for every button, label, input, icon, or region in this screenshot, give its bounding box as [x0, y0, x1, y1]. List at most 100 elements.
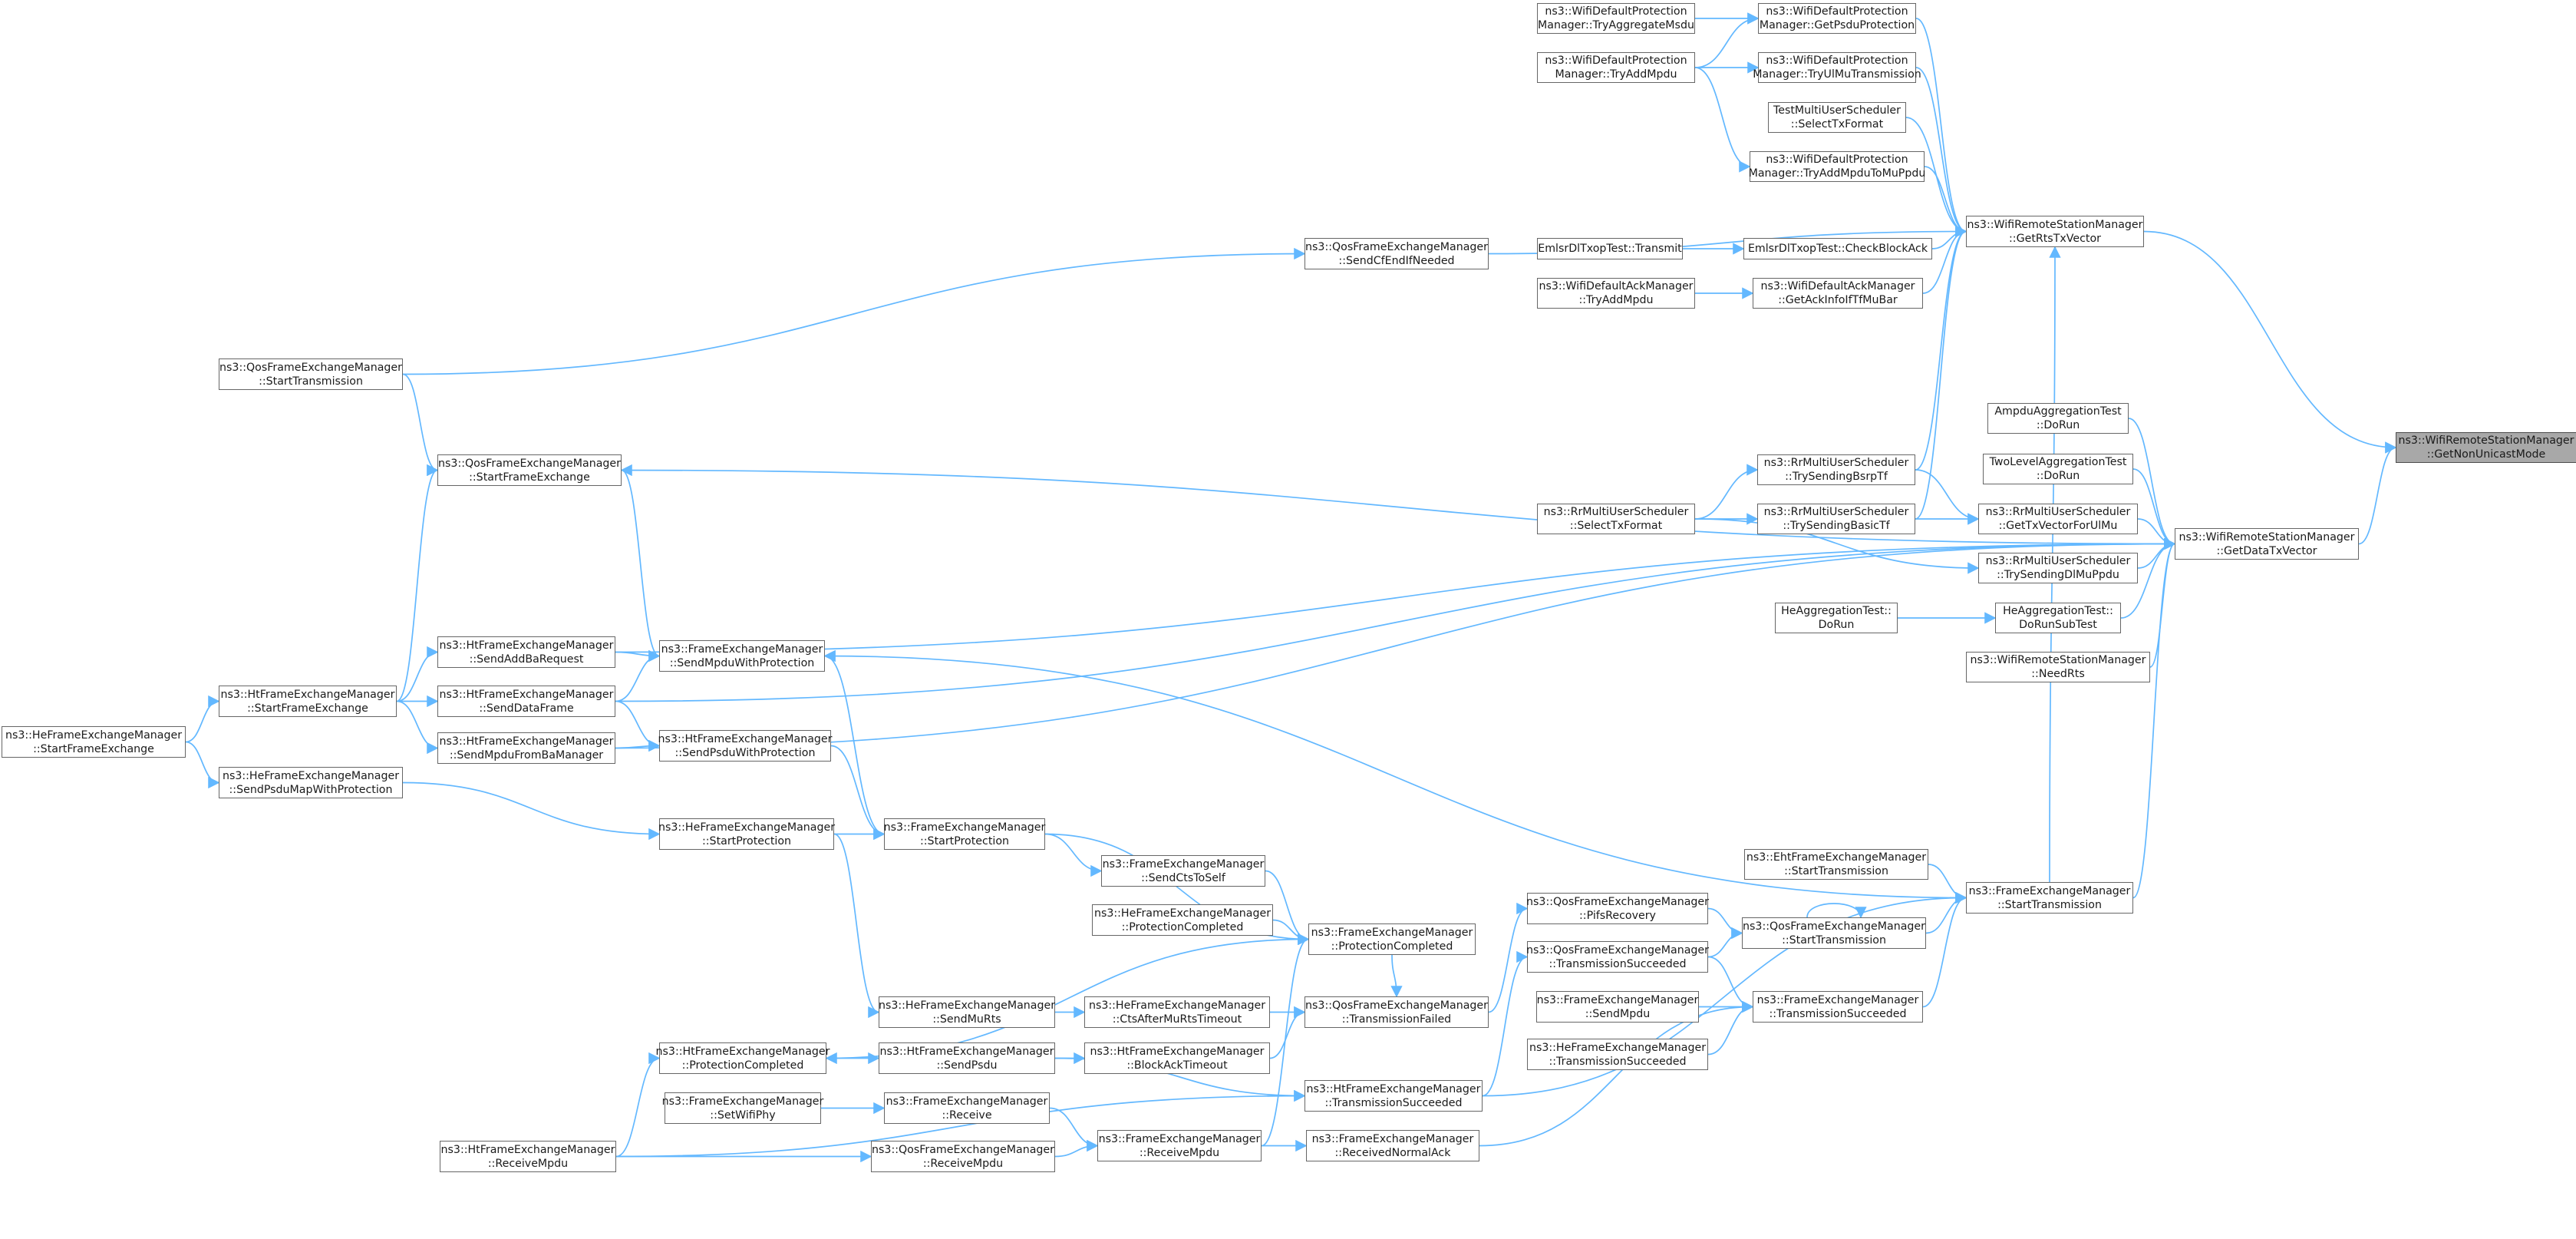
- graph-node-qfemStartFrameExchange[interactable]: ns3::QosFrameExchangeManager::StartFrame…: [437, 454, 622, 486]
- graph-node-label: ns3::HeFrameExchangeManager: [222, 769, 400, 782]
- graph-node-htSendPsdu[interactable]: ns3::HtFrameExchangeManager::SendPsdu: [879, 1042, 1055, 1074]
- graph-node-getDataTxVector[interactable]: ns3::WifiRemoteStationManager::GetDataTx…: [2175, 528, 2359, 560]
- graph-node-testMultiUserSelectTxFormat[interactable]: TestMultiUserScheduler::SelectTxFormat: [1768, 102, 1906, 133]
- call-edge-femStartTransmission-to-getDataTxVector: [2132, 538, 2176, 899]
- graph-node-label: ::SendAddBaRequest: [469, 653, 584, 666]
- call-edge-htStartFrameExchange-to-qfemStartFrameExchange: [396, 464, 439, 702]
- graph-node-heSendPsduMapWithProtection[interactable]: ns3::HeFrameExchangeManager::SendPsduMap…: [219, 767, 403, 798]
- graph-node-femTransmissionSucceeded[interactable]: ns3::FrameExchangeManager::TransmissionS…: [1753, 991, 1923, 1023]
- graph-node-emlsrTransmit[interactable]: EmlsrDlTxopTest::Transmit: [1537, 238, 1683, 259]
- graph-node-htReceiveMpdu[interactable]: ns3::HtFrameExchangeManager::ReceiveMpdu: [440, 1141, 616, 1172]
- graph-node-label: ns3::QosFrameExchangeManager: [438, 457, 621, 470]
- graph-node-qfemStartTransmission[interactable]: ns3::QosFrameExchangeManager::StartTrans…: [219, 358, 403, 390]
- graph-node-wdaTryAddMpdu[interactable]: ns3::WifiDefaultAckManager::TryAddMpdu: [1537, 278, 1695, 309]
- graph-node-ehtStartTransmission[interactable]: ns3::EhtFrameExchangeManager::StartTrans…: [1744, 849, 1928, 880]
- graph-node-heCtsAfterMuRtsTimeout[interactable]: ns3::HeFrameExchangeManager::CtsAfterMuR…: [1084, 996, 1270, 1028]
- graph-node-label: ::TrySendingBasicTf: [1783, 520, 1890, 532]
- graph-node-label: ns3::HtFrameExchangeManager: [658, 732, 833, 745]
- graph-node-label: ns3::RrMultiUserScheduler: [1763, 506, 1909, 518]
- graph-node-heStartFrameExchange[interactable]: ns3::HeFrameExchangeManager::StartFrameE…: [2, 726, 186, 758]
- graph-node-qfemStartTransmission2[interactable]: ns3::QosFrameExchangeManager::StartTrans…: [1742, 917, 1926, 949]
- call-edge-heStartProtection-to-heSendMuRts: [833, 833, 880, 1019]
- graph-node-wrsmNeedRts[interactable]: ns3::WifiRemoteStationManager::NeedRts: [1966, 652, 2150, 682]
- call-edge-htSendDataFrame-to-femSendMpduWithProtection: [615, 649, 661, 702]
- graph-node-femSendMpduWithProtection[interactable]: ns3::FrameExchangeManager::SendMpduWithP…: [659, 640, 825, 672]
- graph-node-label: ::TransmissionSucceeded: [1549, 957, 1687, 970]
- graph-node-label: ::GetTxVectorForUlMu: [1998, 520, 2118, 532]
- graph-node-label: ns3::QosFrameExchangeManager: [1526, 895, 1709, 908]
- graph-node-rrSelectTxFormat[interactable]: ns3::RrMultiUserScheduler::SelectTxForma…: [1537, 504, 1695, 534]
- graph-node-htProtectionCompleted[interactable]: ns3::HtFrameExchangeManager::ProtectionC…: [656, 1042, 830, 1074]
- graph-node-label: ::GetDataTxVector: [2216, 544, 2317, 557]
- graph-node-heAggDoRun[interactable]: HeAggregationTest::DoRun: [1775, 603, 1898, 633]
- graph-node-label: ::TransmissionSucceeded: [1769, 1007, 1907, 1020]
- call-edge-femReceivedNormalAck-to-femTransmissionSucceeded: [1479, 1000, 1754, 1147]
- graph-node-rrTrySendingDlMuPpdu[interactable]: ns3::RrMultiUserScheduler::TrySendingDlM…: [1978, 553, 2138, 583]
- graph-node-label: ns3::WifiDefaultProtection: [1766, 5, 1908, 18]
- graph-node-qfemReceiveMpdu[interactable]: ns3::QosFrameExchangeManager::ReceiveMpd…: [871, 1141, 1055, 1172]
- graph-node-femReceive[interactable]: ns3::FrameExchangeManager::Receive: [884, 1092, 1050, 1124]
- graph-node-femProtectionCompleted[interactable]: ns3::FrameExchangeManager::ProtectionCom…: [1308, 923, 1476, 955]
- graph-node-femSetWifiPhy[interactable]: ns3::FrameExchangeManager::SetWifiPhy: [662, 1092, 823, 1124]
- graph-node-rrGetTxVectorForUlMu[interactable]: ns3::RrMultiUserScheduler::GetTxVectorFo…: [1978, 504, 2138, 534]
- call-edge-htSendMpduFromBaManager-to-htSendPsduWithProtection: [615, 739, 661, 752]
- graph-node-htSendPsduWithProtection[interactable]: ns3::HtFrameExchangeManager::SendPsduWit…: [658, 730, 833, 762]
- graph-node-label: ns3::RrMultiUserScheduler: [1985, 555, 2131, 567]
- graph-node-femReceivedNormalAck[interactable]: ns3::FrameExchangeManager::ReceivedNorma…: [1306, 1130, 1479, 1161]
- graph-node-label: ns3::HtFrameExchangeManager: [1090, 1045, 1265, 1058]
- graph-node-twoLevelDoRun[interactable]: TwoLevelAggregationTest::DoRun: [1983, 454, 2133, 484]
- graph-node-label: ns3::QosFrameExchangeManager: [1305, 999, 1488, 1012]
- graph-node-qfemSendCfEndIfNeeded[interactable]: ns3::QosFrameExchangeManager::SendCfEndI…: [1304, 238, 1489, 269]
- call-edge-htSendMpduFromBaManager-to-getDataTxVector: [615, 537, 2176, 749]
- graph-node-htSendDataFrame[interactable]: ns3::HtFrameExchangeManager::SendDataFra…: [437, 686, 615, 717]
- graph-node-heProtectionCompleted[interactable]: ns3::HeFrameExchangeManager::ProtectionC…: [1092, 904, 1273, 936]
- call-edge-qfemStartFrameExchange-to-getDataTxVector: [621, 469, 2176, 550]
- graph-node-rrTrySendingBsrpTf[interactable]: ns3::RrMultiUserScheduler::TrySendingBsr…: [1757, 454, 1915, 485]
- graph-node-label: ::StartProtection: [702, 834, 791, 847]
- graph-node-label: ::TransmissionFailed: [1341, 1013, 1452, 1026]
- graph-node-label: ns3::FrameExchangeManager: [1311, 926, 1473, 939]
- graph-node-heSendMuRts[interactable]: ns3::HeFrameExchangeManager::SendMuRts: [879, 996, 1055, 1028]
- call-edge-heStartFrameExchange-to-heSendPsduMapWithProtection: [185, 741, 220, 789]
- graph-node-emlsrCheckBlockAck[interactable]: EmlsrDlTxopTest::CheckBlockAck: [1743, 238, 1932, 259]
- graph-node-htStartFrameExchange[interactable]: ns3::HtFrameExchangeManager::StartFrameE…: [219, 686, 397, 717]
- graph-node-label: ns3::HtFrameExchangeManager: [439, 735, 614, 748]
- graph-node-femStartProtection[interactable]: ns3::FrameExchangeManager::StartProtecti…: [884, 818, 1045, 850]
- graph-node-femReceiveMpdu[interactable]: ns3::FrameExchangeManager::ReceiveMpdu: [1097, 1130, 1262, 1161]
- graph-node-label: ns3::HeFrameExchangeManager: [1093, 907, 1272, 920]
- graph-node-rrTrySendingBasicTf[interactable]: ns3::RrMultiUserScheduler::TrySendingBas…: [1757, 504, 1915, 534]
- graph-node-htTransmissionSucceeded[interactable]: ns3::HtFrameExchangeManager::Transmissio…: [1304, 1080, 1483, 1112]
- graph-node-label: TwoLevelAggregationTest: [1989, 456, 2127, 468]
- graph-node-label: ns3::HtFrameExchangeManager: [439, 639, 614, 652]
- graph-node-qfemTransmissionFailed[interactable]: ns3::QosFrameExchangeManager::Transmissi…: [1304, 996, 1489, 1028]
- graph-node-wdaGetAckInfoIfTfMuBar[interactable]: ns3::WifiDefaultAckManager::GetAckInfoIf…: [1753, 278, 1923, 309]
- graph-node-qfemPifsRecovery[interactable]: ns3::QosFrameExchangeManager::PifsRecove…: [1526, 893, 1709, 924]
- call-edge-rrSelectTxFormat-to-rrTrySendingBsrpTf: [1694, 464, 1759, 520]
- graph-node-heAggDoRunSubTest[interactable]: HeAggregationTest::DoRunSubTest: [1995, 603, 2121, 633]
- graph-node-label: TestMultiUserScheduler: [1773, 104, 1901, 117]
- graph-node-ampduDoRun[interactable]: AmpduAggregationTest::DoRun: [1987, 403, 2129, 434]
- graph-node-htSendMpduFromBaManager[interactable]: ns3::HtFrameExchangeManager::SendMpduFro…: [437, 732, 615, 764]
- graph-node-getRtsTxVector[interactable]: ns3::WifiRemoteStationManager::GetRtsTxV…: [1966, 216, 2144, 247]
- graph-node-label: ::SendPsduWithProtection: [675, 746, 816, 759]
- graph-node-htSendAddBaRequest[interactable]: ns3::HtFrameExchangeManager::SendAddBaRe…: [437, 636, 615, 668]
- graph-node-label: ns3::WifiRemoteStationManager: [1967, 218, 2143, 231]
- graph-node-label: ns3::FrameExchangeManager: [886, 1095, 1048, 1108]
- graph-node-label: EmlsrDlTxopTest::CheckBlockAck: [1747, 243, 1928, 255]
- graph-node-qfemTransmissionSucceeded[interactable]: ns3::QosFrameExchangeManager::Transmissi…: [1526, 941, 1709, 973]
- graph-node-femSendCtsToSelf[interactable]: ns3::FrameExchangeManager::SendCtsToSelf: [1101, 855, 1265, 887]
- graph-node-femStartTransmission[interactable]: ns3::FrameExchangeManager::StartTransmis…: [1966, 882, 2133, 914]
- graph-node-root[interactable]: ns3::WifiRemoteStationManager::GetNonUni…: [2396, 432, 2576, 463]
- graph-node-femSendMpdu[interactable]: ns3::FrameExchangeManager::SendMpdu: [1536, 991, 1699, 1023]
- graph-node-label: AmpduAggregationTest: [1994, 405, 2122, 418]
- graph-node-label: ns3::HtFrameExchangeManager: [655, 1045, 830, 1058]
- graph-node-htBlockAckTimeout[interactable]: ns3::HtFrameExchangeManager::BlockAckTim…: [1084, 1042, 1270, 1074]
- graph-node-heStartProtection[interactable]: ns3::HeFrameExchangeManager::StartProtec…: [658, 818, 835, 850]
- graph-node-label: ns3::HeFrameExchangeManager: [1088, 999, 1266, 1012]
- graph-node-heTransmissionSucceeded[interactable]: ns3::HeFrameExchangeManager::Transmissio…: [1527, 1039, 1708, 1070]
